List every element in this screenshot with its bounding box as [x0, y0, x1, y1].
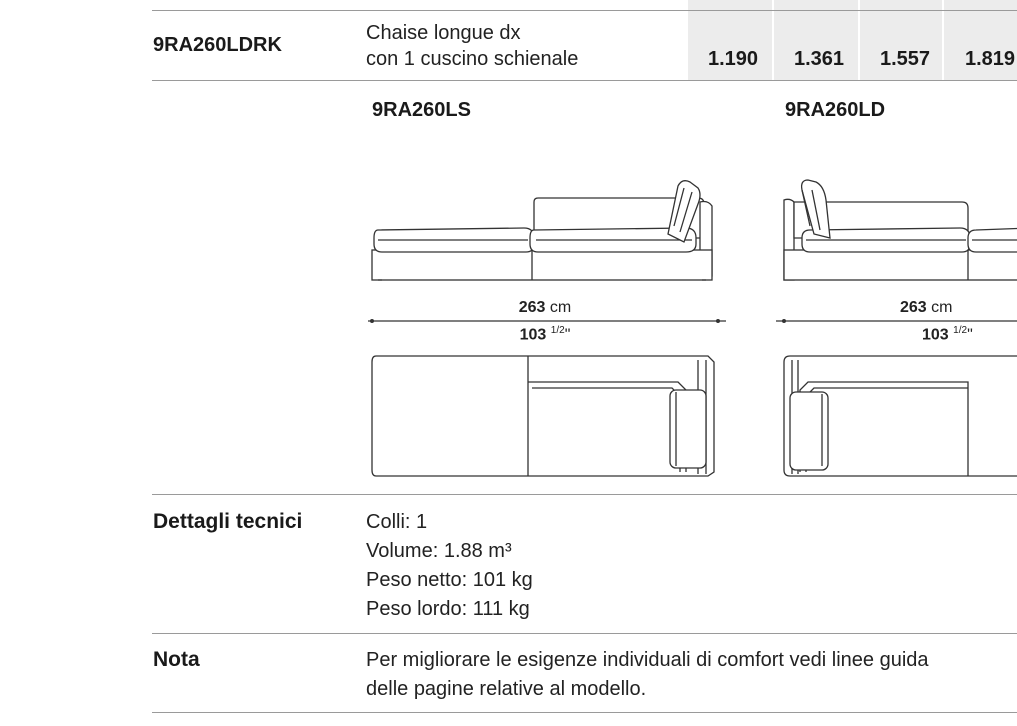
divider	[152, 10, 1017, 11]
sofa-top-view-right	[783, 355, 1017, 477]
note-line: Per migliorare le esigenze individuali d…	[366, 649, 929, 671]
dim-in-frac: 1/2	[953, 325, 968, 336]
description-line: con 1 cuscino schienale	[366, 48, 579, 70]
dimension-line-right	[776, 319, 1017, 323]
tech-line: Volume: 1.88 m³	[366, 540, 512, 562]
price-column-bg	[688, 0, 772, 80]
dim-in: 103	[519, 326, 547, 344]
tech-line: Peso netto: 101 kg	[366, 569, 533, 591]
dim-unit: cm	[931, 299, 953, 316]
product-code: 9RA260LDRK	[153, 34, 282, 56]
note-label: Nota	[153, 648, 200, 671]
inch-mark: "	[564, 326, 571, 344]
price-column-bg	[944, 0, 1017, 80]
divider	[152, 80, 1017, 81]
dim-cm: 263	[518, 299, 546, 316]
dim-in-frac: 1/2	[550, 325, 565, 336]
divider	[152, 633, 1017, 634]
dim-cm: 263	[900, 299, 927, 316]
dim-in: 103	[922, 326, 949, 344]
variant-code: 9RA260LD	[785, 99, 886, 121]
note-text: Per migliorare le esigenze individuali d…	[366, 646, 1017, 704]
tech-line: Peso lordo: 111 kg	[366, 598, 530, 620]
dimension-line-left	[368, 319, 726, 323]
price-value: 1.557	[880, 48, 931, 70]
sofa-side-view-right	[783, 179, 1017, 281]
sofa-side-view-left	[371, 180, 713, 281]
product-description: Chaise longue dx con 1 cuscino schienale	[366, 20, 578, 72]
price-value: 1.361	[794, 48, 845, 70]
technical-details-label: Dettagli tecnici	[153, 510, 303, 533]
divider	[152, 712, 1017, 713]
dimension-label-right: 263 cm	[900, 299, 1000, 317]
price-column-bg	[860, 0, 942, 80]
price-value: 1.819	[965, 48, 1016, 70]
note-line: delle pagine relative al modello.	[366, 678, 647, 700]
dimension-label-left: 263 cm	[480, 299, 610, 317]
sofa-top-view-left	[371, 355, 715, 477]
description-line: Chaise longue dx	[366, 22, 521, 44]
price-column-bg	[774, 0, 858, 80]
dimension-inch-left: 103 1/2"	[480, 325, 610, 344]
tech-line: Colli: 1	[366, 511, 428, 533]
technical-details: Colli: 1 Volume: 1.88 m³ Peso netto: 101…	[366, 508, 533, 624]
dimension-inch-right: 103 1/2"	[922, 325, 1017, 344]
inch-mark: "	[967, 326, 973, 344]
price-value: 1.190	[708, 48, 759, 70]
dim-unit: cm	[549, 299, 572, 316]
variant-code: 9RA260LS	[372, 99, 471, 121]
divider	[152, 494, 1017, 495]
